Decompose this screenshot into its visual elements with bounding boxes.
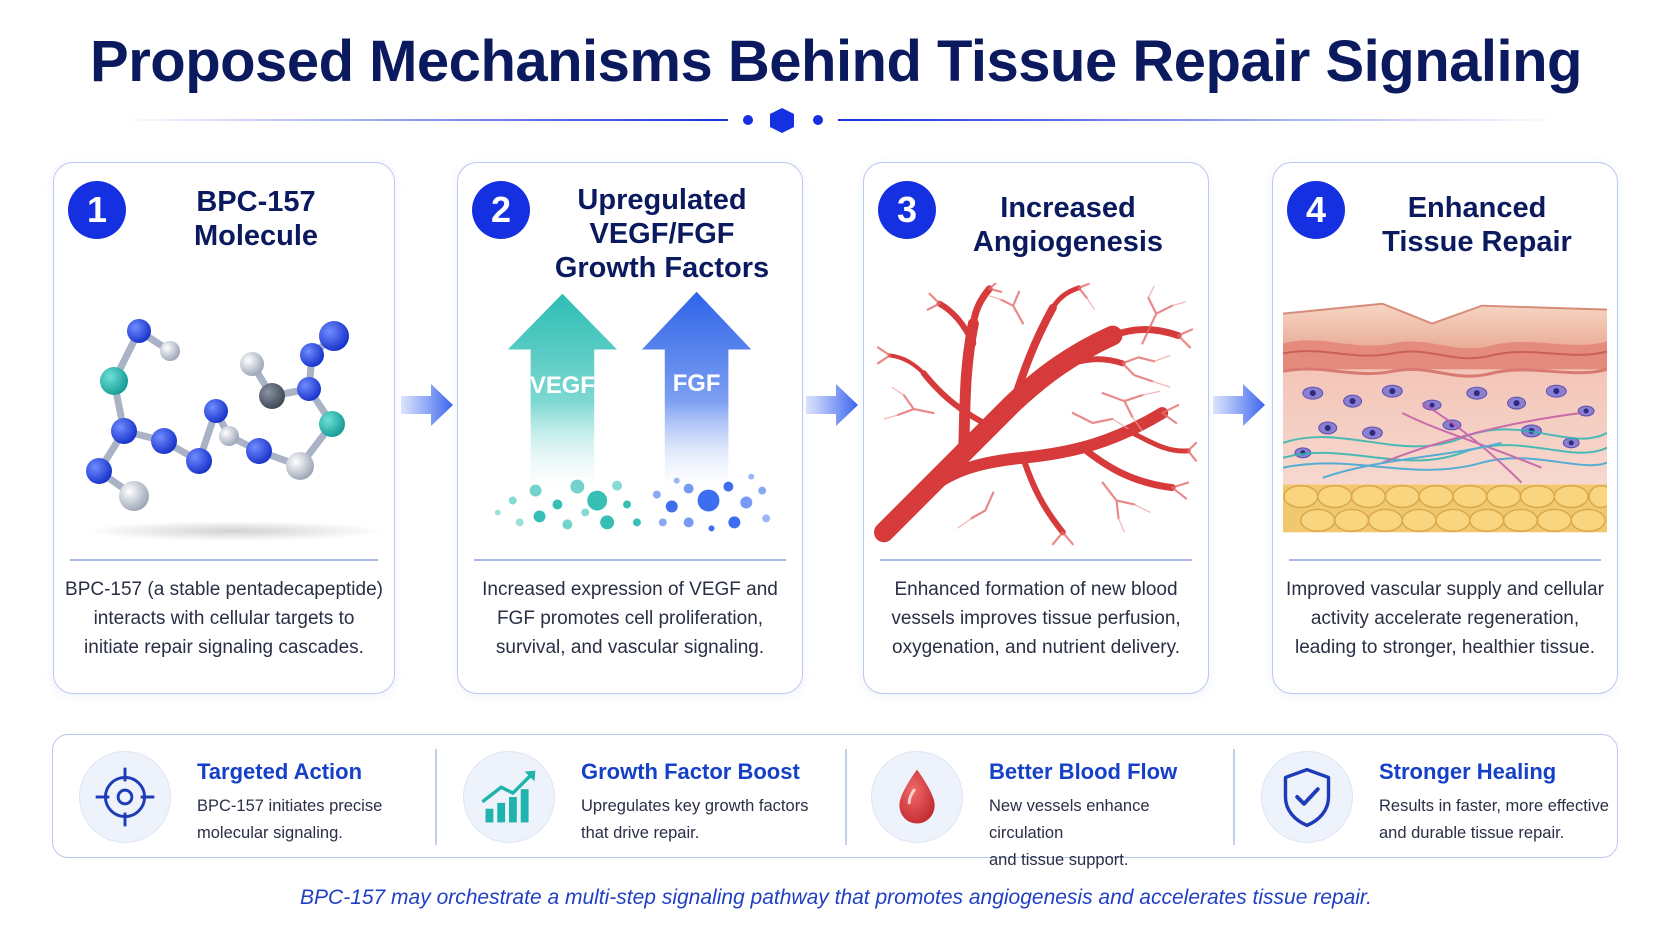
vegf-arrow-label: VEGF <box>530 372 595 399</box>
growth-chart-icon <box>463 751 555 843</box>
step-description: BPC-157 (a stable pentadecapeptide) inte… <box>65 579 383 658</box>
step-card-tissue-repair: 4 Enhanced Tissue Repair <box>1272 162 1618 694</box>
step-title: Increased Angiogenesis <box>972 192 1164 258</box>
step-number: 1 <box>68 181 126 239</box>
benefit-separator <box>845 749 847 845</box>
benefit-description: New vessels enhance circulation and tiss… <box>989 797 1150 869</box>
step-number: 4 <box>1287 181 1345 239</box>
growth-factor-arrows-illustration: VEGF FGF <box>468 291 792 551</box>
step-card-molecule: 1 BPC-157 Molecule <box>53 162 395 694</box>
flow-arrow-icon <box>806 384 858 426</box>
benefit-description: Results in faster, more effective and du… <box>1379 797 1609 842</box>
flow-arrow-icon <box>1213 384 1265 426</box>
benefit-title: Better Blood Flow <box>989 759 1178 784</box>
step-title: Upregulated VEGF/FGF Growth Factors <box>554 184 770 284</box>
benefit-growth-factor-boost: Growth Factor Boost Upregulates key grow… <box>463 735 823 859</box>
step-description: Increased expression of VEGF and FGF pro… <box>482 579 778 658</box>
tissue-cross-section-illustration <box>1282 293 1614 543</box>
target-icon <box>79 751 171 843</box>
fgf-arrow-label: FGF <box>673 370 721 397</box>
benefit-description: BPC-157 initiates precise molecular sign… <box>197 797 383 842</box>
step-description: Improved vascular supply and cellular ac… <box>1286 579 1604 658</box>
benefit-title: Stronger Healing <box>1379 759 1557 784</box>
page-title: Proposed Mechanisms Behind Tissue Repair… <box>90 29 1582 94</box>
benefit-title: Growth Factor Boost <box>581 759 800 784</box>
benefit-targeted-action: Targeted Action BPC-157 initiates precis… <box>79 735 419 859</box>
molecule-illustration <box>64 291 384 551</box>
benefit-separator <box>1233 749 1235 845</box>
footer-note: BPC-157 may orchestrate a multi-step sig… <box>300 886 1372 909</box>
step-card-angiogenesis: 3 Increased Angiogenesis <box>863 162 1209 694</box>
step-description: Enhanced formation of new blood vessels … <box>891 579 1181 658</box>
title-divider <box>120 108 1560 133</box>
step-title: Enhanced Tissue Repair <box>1382 192 1572 258</box>
shield-check-icon <box>1261 751 1353 843</box>
benefit-separator <box>435 749 437 845</box>
step-number: 3 <box>878 181 936 239</box>
step-divider <box>70 559 378 561</box>
step-divider <box>1289 559 1601 561</box>
benefit-better-blood-flow: Better Blood Flow New vessels enhance ci… <box>871 735 1221 869</box>
step-card-growth-factors: 2 Upregulated VEGF/FGF Growth Factors VE… <box>457 162 803 694</box>
step-number: 2 <box>472 181 530 239</box>
step-divider <box>880 559 1192 561</box>
step-divider <box>474 559 786 561</box>
benefit-stronger-healing: Stronger Healing Results in faster, more… <box>1261 735 1611 859</box>
benefit-title: Targeted Action <box>197 759 363 784</box>
benefits-panel: Targeted Action BPC-157 initiates precis… <box>52 734 1618 869</box>
blood-vessels-illustration <box>874 280 1198 551</box>
step-title: BPC-157 Molecule <box>193 186 319 252</box>
benefit-description: Upregulates key growth factors that driv… <box>581 797 809 842</box>
flow-arrow-icon <box>401 384 453 426</box>
blood-drop-icon <box>871 751 963 843</box>
